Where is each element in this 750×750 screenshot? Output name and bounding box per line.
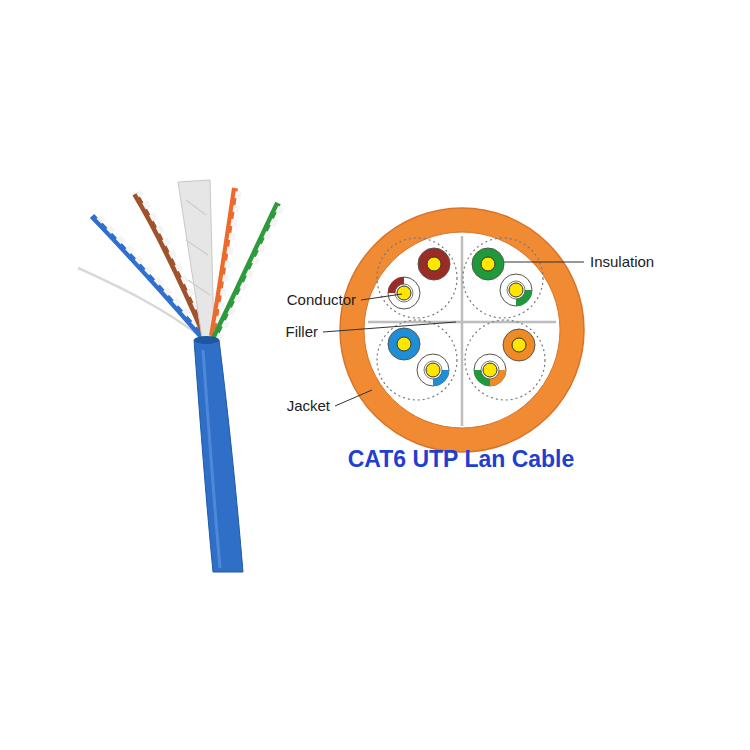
cable-jacket — [194, 340, 243, 572]
insulation-green — [472, 248, 504, 280]
insulation-white — [388, 277, 420, 309]
insulation-white — [500, 274, 532, 306]
jacket-end — [194, 336, 219, 344]
conductor — [397, 286, 411, 300]
conductor — [509, 283, 523, 297]
green-wire — [214, 203, 278, 338]
insulation-white — [474, 354, 506, 386]
jacket-outline — [340, 208, 584, 452]
jacket-highlight — [203, 350, 220, 568]
cable-photo — [78, 180, 282, 572]
conductor — [427, 257, 441, 271]
conductor — [426, 363, 440, 377]
insulation-ring — [424, 361, 442, 379]
insulation-ring — [507, 281, 525, 299]
insulation-orange — [503, 329, 535, 361]
caption: CAT6 UTP Lan Cable — [348, 446, 575, 474]
conductor — [512, 338, 526, 352]
filler-twist — [186, 200, 210, 295]
leader-line — [335, 390, 372, 406]
filler-tape — [178, 180, 214, 338]
leader-line — [323, 322, 456, 332]
part-label: Jacket — [287, 397, 330, 415]
conductor — [397, 337, 411, 351]
jacket-ring — [352, 220, 572, 440]
conductor — [483, 363, 497, 377]
insulation-white — [417, 354, 449, 386]
part-label: Conductor — [287, 291, 356, 309]
jacket-inner-outline — [364, 232, 560, 428]
insulation-ring — [395, 284, 413, 302]
pair-boundary — [377, 320, 457, 400]
conductor — [481, 257, 495, 271]
pair-boundary — [463, 238, 543, 318]
leader-line — [504, 262, 584, 263]
filler-cross — [368, 321, 556, 324]
pair-boundary — [377, 238, 457, 318]
cross-section — [340, 208, 584, 452]
filler-cross — [461, 236, 464, 426]
pair-boundary — [465, 320, 545, 400]
part-label: Insulation — [590, 253, 654, 271]
part-label: Filler — [286, 323, 319, 341]
insulation-blue — [388, 328, 420, 360]
leader-line — [361, 294, 402, 300]
green-white-wire — [218, 205, 282, 340]
insulation-brown — [418, 248, 450, 280]
insulation-ring — [481, 361, 499, 379]
leader-lines — [323, 262, 584, 406]
